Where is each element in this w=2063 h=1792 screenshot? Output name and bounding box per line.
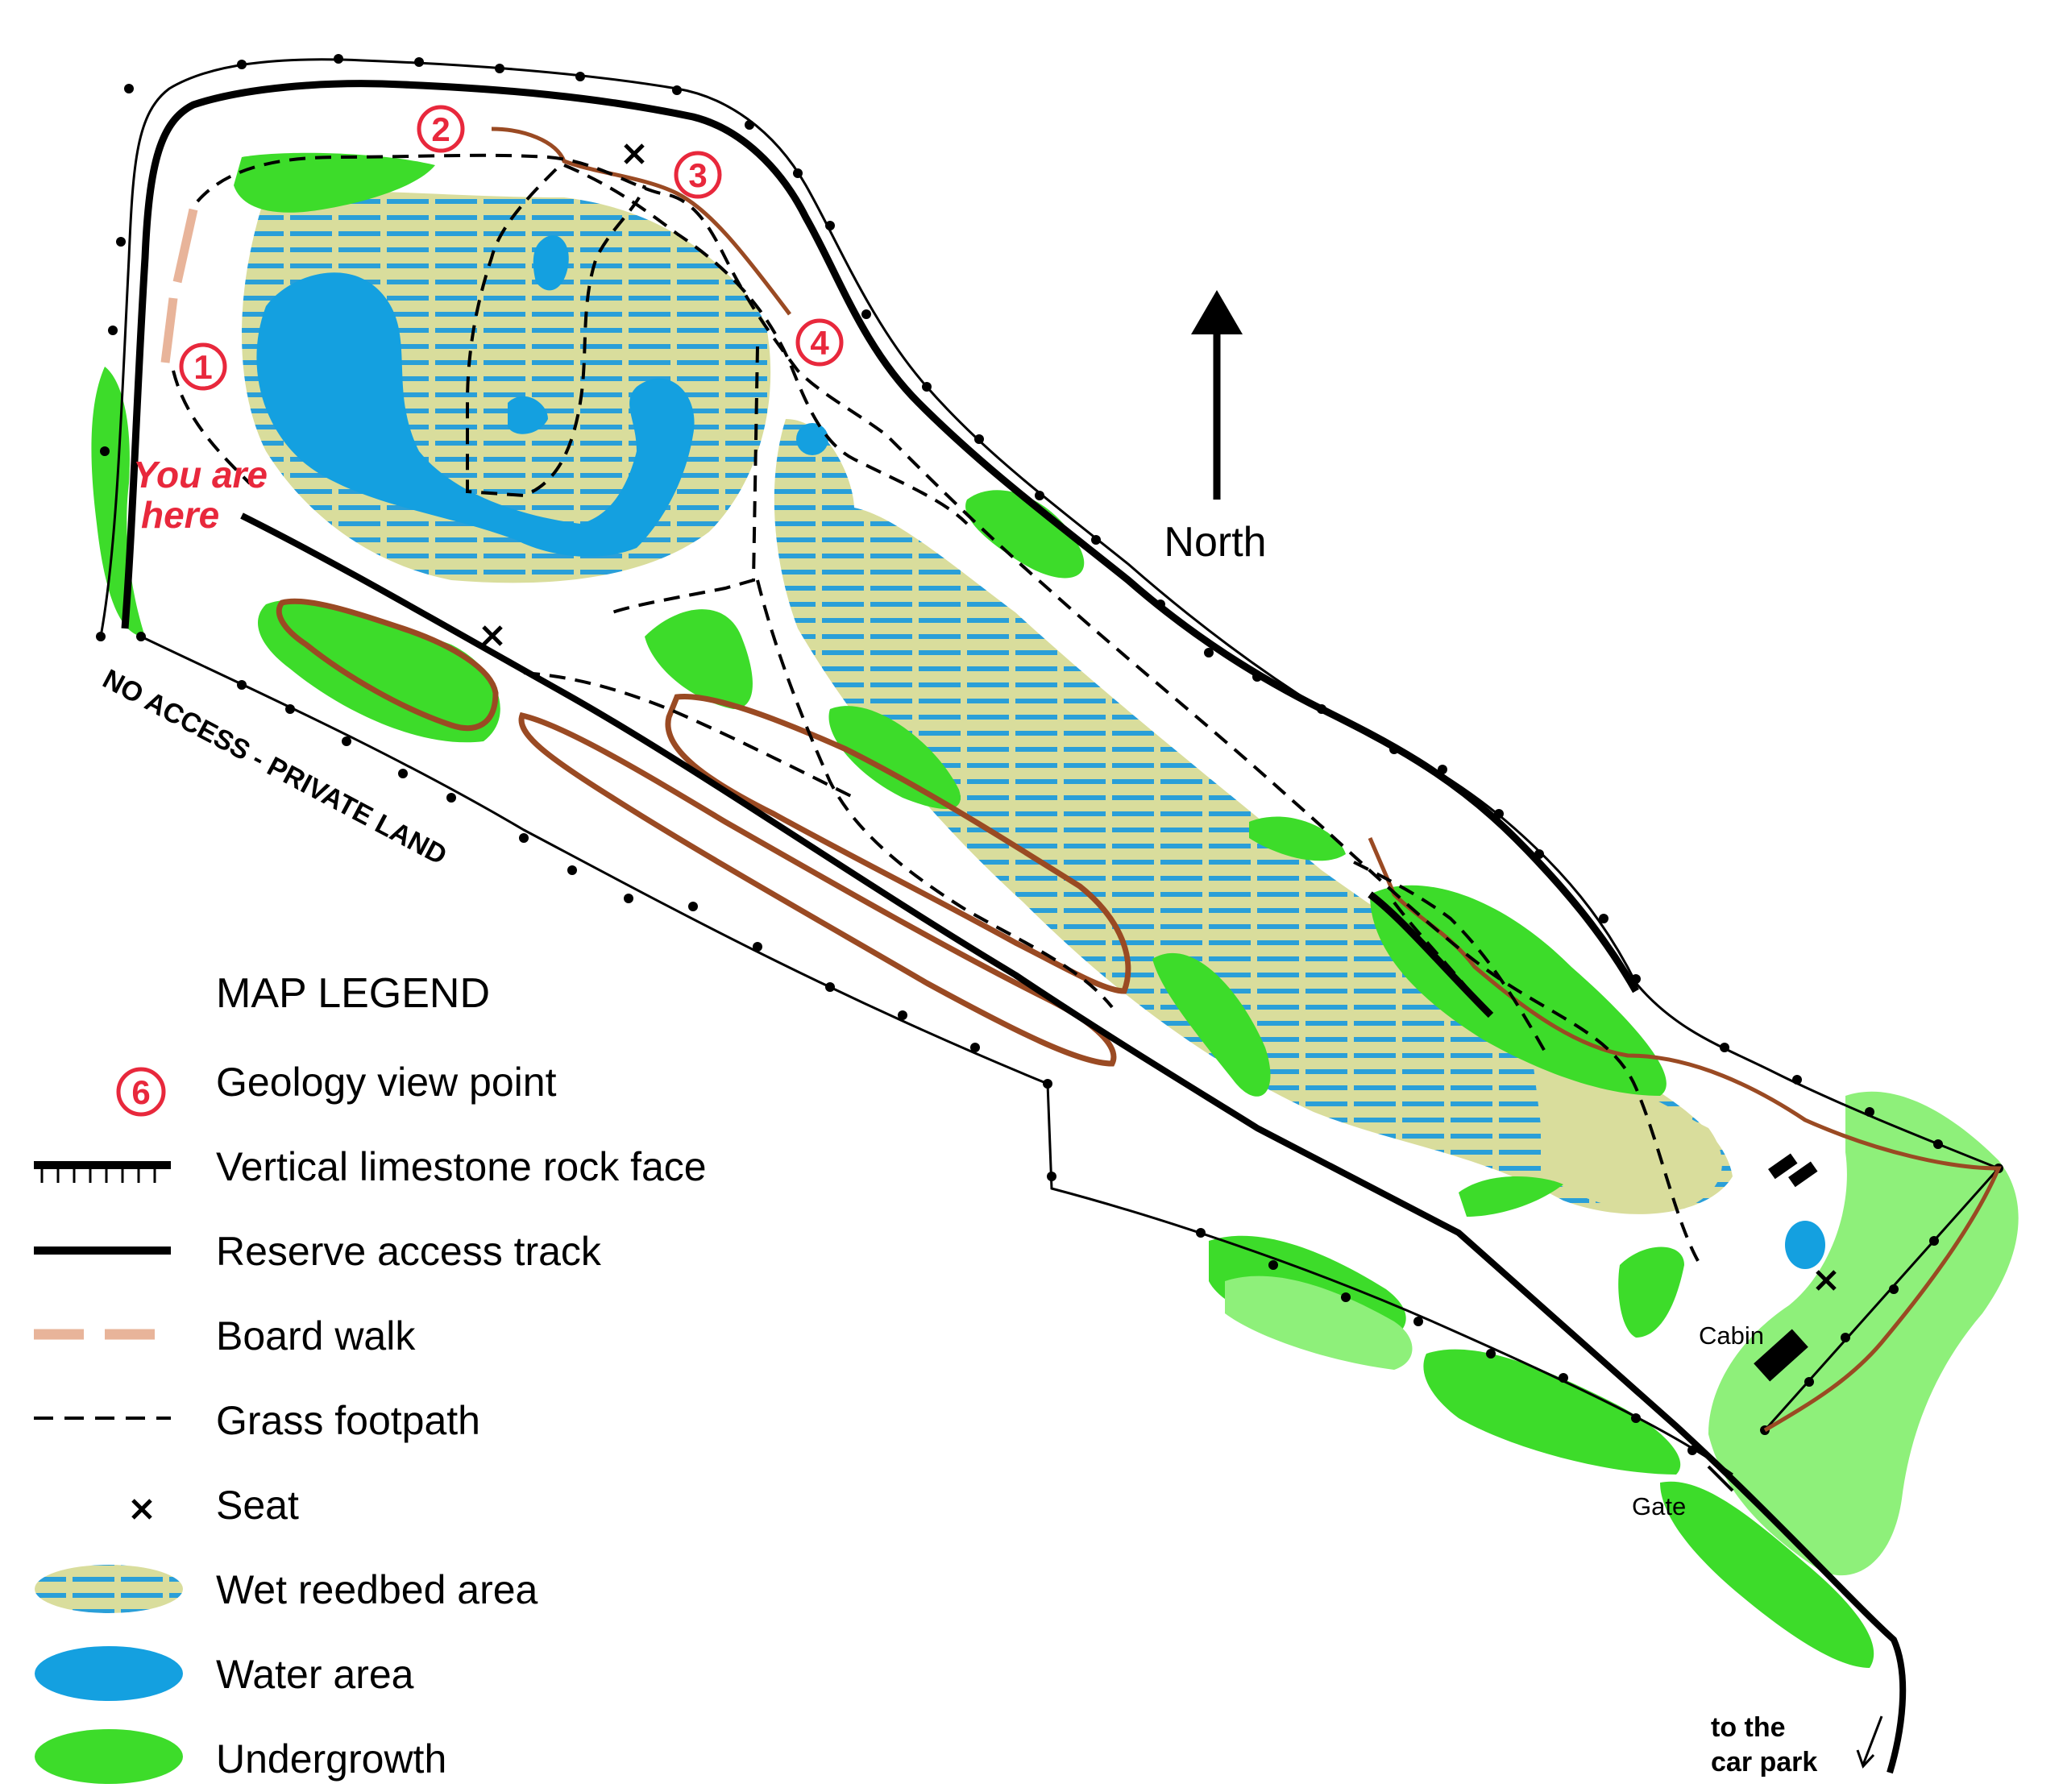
viewpoint-1: 1 xyxy=(179,342,227,391)
viewpoints: 1 2 3 4 xyxy=(179,105,844,391)
svg-text:6: 6 xyxy=(131,1073,150,1111)
shed-2 xyxy=(1788,1161,1818,1188)
car-park-arrow-icon xyxy=(1856,1715,1883,1769)
legend-label: Seat xyxy=(216,1483,299,1528)
viewpoint-4: 4 xyxy=(795,318,844,367)
buildings xyxy=(1754,1153,1818,1382)
legend-label: Geology view point xyxy=(216,1060,557,1105)
undergrowth-swatch xyxy=(35,1729,183,1784)
viewpoint-3: 3 xyxy=(674,151,722,199)
viewpoint-icon xyxy=(116,1067,166,1117)
car-park-label-line1: to the xyxy=(1711,1712,1786,1743)
gate-label: Gate xyxy=(1632,1492,1686,1520)
seat-icon xyxy=(624,143,645,164)
legend-item-board-walk: Board walk xyxy=(34,1313,416,1359)
pond-north xyxy=(533,234,569,291)
brown-banks xyxy=(276,598,1131,1067)
legend-item-rock-face: Vertical limestone rock face xyxy=(34,1144,707,1189)
svg-text:1: 1 xyxy=(193,348,212,386)
you-are-here-line2: here xyxy=(141,494,219,536)
light-undergrowth-areas xyxy=(1225,1091,2019,1576)
seats xyxy=(482,143,1837,1291)
pond-dot xyxy=(796,423,828,455)
north-arrow-icon xyxy=(1191,290,1243,334)
legend-label: Grass footpath xyxy=(216,1398,480,1443)
car-park-label-line2: car park xyxy=(1711,1747,1817,1777)
cabin-label: Cabin xyxy=(1699,1321,1764,1350)
map-legend: MAP LEGEND 6 Geology view point Vertical… xyxy=(34,970,707,1784)
brown-ridges xyxy=(491,127,2002,1433)
undergrowth-areas xyxy=(91,152,1874,1668)
legend-label: Water area xyxy=(216,1652,414,1697)
legend-item-seat: Seat xyxy=(131,1483,299,1528)
legend-item-viewpoint: 6 Geology view point xyxy=(116,1060,557,1117)
pond-cabin xyxy=(1785,1221,1825,1269)
svg-text:2: 2 xyxy=(431,110,450,148)
seat-icon xyxy=(131,1499,152,1520)
viewpoint-2: 2 xyxy=(417,105,465,153)
legend-item-access-track: Reserve access track xyxy=(34,1229,602,1274)
legend-item-water: Water area xyxy=(35,1646,414,1701)
lake-main xyxy=(256,272,695,557)
svg-text:4: 4 xyxy=(810,324,829,362)
pond-small xyxy=(508,396,548,434)
legend-label: Wet reedbed area xyxy=(216,1567,538,1612)
legend-label: Vertical limestone rock face xyxy=(216,1144,707,1189)
cabin-building xyxy=(1754,1329,1808,1382)
legend-label: Undergrowth xyxy=(216,1736,446,1782)
legend-item-grass-footpath: Grass footpath xyxy=(34,1398,480,1443)
svg-text:3: 3 xyxy=(688,156,707,194)
legend-item-undergrowth: Undergrowth xyxy=(35,1729,446,1784)
seat-icon xyxy=(1816,1270,1837,1291)
you-are-here-line1: You are xyxy=(133,454,268,496)
legend-item-wet-reedbed: Wet reedbed area xyxy=(35,1565,538,1613)
water-swatch xyxy=(35,1646,183,1701)
north-label: North xyxy=(1164,519,1266,566)
reedbed-south-plain xyxy=(1531,1047,1722,1211)
access-track xyxy=(240,512,1907,1774)
water-areas xyxy=(256,234,1825,1269)
reedbed-swatch xyxy=(35,1565,183,1613)
board-walk xyxy=(160,208,198,363)
perimeter-fence xyxy=(96,54,2003,1476)
shed-1 xyxy=(1768,1153,1798,1180)
north-arrow: North xyxy=(1164,290,1267,566)
rock-face xyxy=(121,80,1639,1018)
legend-label: Reserve access track xyxy=(216,1229,602,1274)
grass-footpaths xyxy=(172,153,1702,1267)
legend-title: MAP LEGEND xyxy=(216,970,490,1017)
gate-line xyxy=(1707,1465,1734,1492)
seat-icon xyxy=(482,625,503,646)
legend-label: Board walk xyxy=(216,1313,416,1359)
